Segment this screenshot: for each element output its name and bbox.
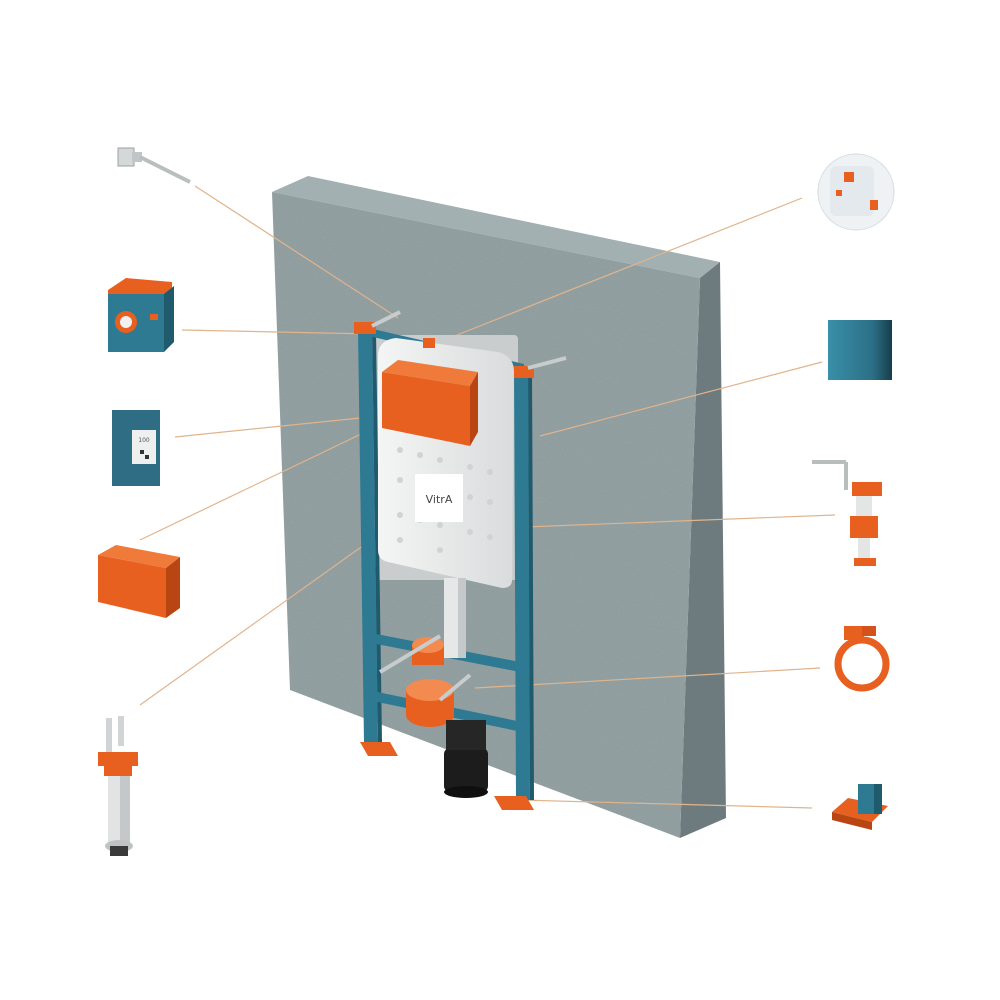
brand-plate (415, 474, 463, 522)
cistern-icon (817, 153, 895, 231)
part-adjustable-foot (832, 784, 888, 830)
clamp-icon (834, 626, 890, 692)
sticker-icon: 100 (112, 410, 160, 486)
wall-side-face (680, 262, 726, 838)
part-level-sticker-panel: 100 (112, 410, 160, 486)
part-pipe-clamp (834, 626, 890, 692)
profile-icon (828, 320, 892, 380)
sticker-text: 100 (138, 437, 150, 444)
bolt-icon (117, 147, 191, 184)
part-wall-anchor-bolt (117, 147, 191, 184)
wall-top-face (272, 176, 720, 278)
box-icon (108, 278, 174, 352)
frame-cap-left (354, 322, 376, 334)
foot-icon (832, 784, 888, 830)
part-junction-box (108, 278, 174, 352)
part-protective-cover (98, 545, 180, 618)
part-coated-frame-profile (828, 320, 892, 380)
frame-foot-right (494, 796, 534, 810)
frame-protective-box (382, 360, 478, 386)
cover-icon (98, 545, 180, 618)
fill-valve-icon (812, 460, 882, 566)
brand-label: VitrA (426, 493, 453, 506)
part-fill-valve (812, 460, 882, 566)
leader-lines (139, 185, 836, 809)
valve-icon (98, 716, 138, 856)
frame-upright-right (514, 370, 530, 800)
part-flush-valve (98, 716, 138, 856)
part-cistern-detail (817, 153, 895, 231)
frame-foot-left (360, 742, 398, 756)
installation-frame: VitrA (354, 310, 567, 810)
drain-pipe (444, 748, 488, 792)
